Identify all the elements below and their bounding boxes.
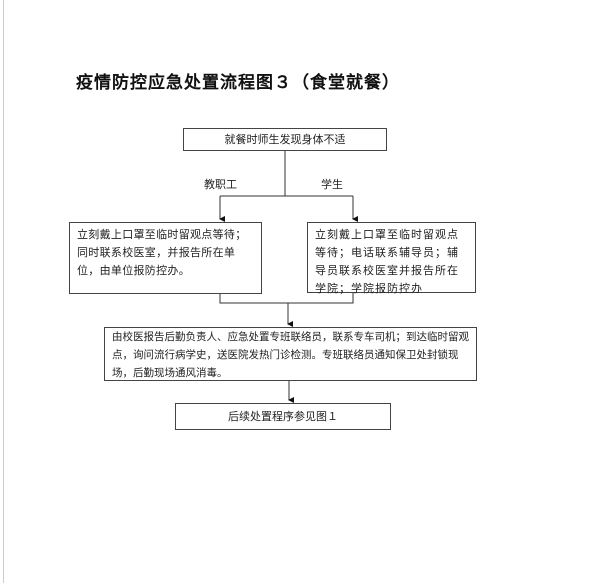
- student-step-box: 立刻戴上口罩至临时留观点等待；电话联系辅导员；辅导员联系校医室并报告所在学院；学…: [307, 222, 476, 295]
- merge-line: [219, 292, 354, 304]
- split-line: [220, 150, 353, 197]
- branch-label-staff: 教职工: [204, 178, 237, 191]
- end-box: 后续处置程序参见图１: [175, 403, 391, 430]
- merge-step-box: 由校医报告后勤负责人、应急处置专班联络员，联系专车司机；到达临时留观点，询问流行…: [104, 327, 477, 381]
- start-box: 就餐时师生发现身体不适: [183, 128, 387, 151]
- staff-step-box: 立刻戴上口罩至临时留观点等待；同时联系校医室，并报告所在单位，由单位报防控办。: [69, 222, 262, 294]
- page-title: 疫情防控应急处置流程图３（食堂就餐）: [76, 73, 400, 93]
- page-edge: [3, 0, 4, 583]
- branch-label-student: 学生: [321, 178, 343, 191]
